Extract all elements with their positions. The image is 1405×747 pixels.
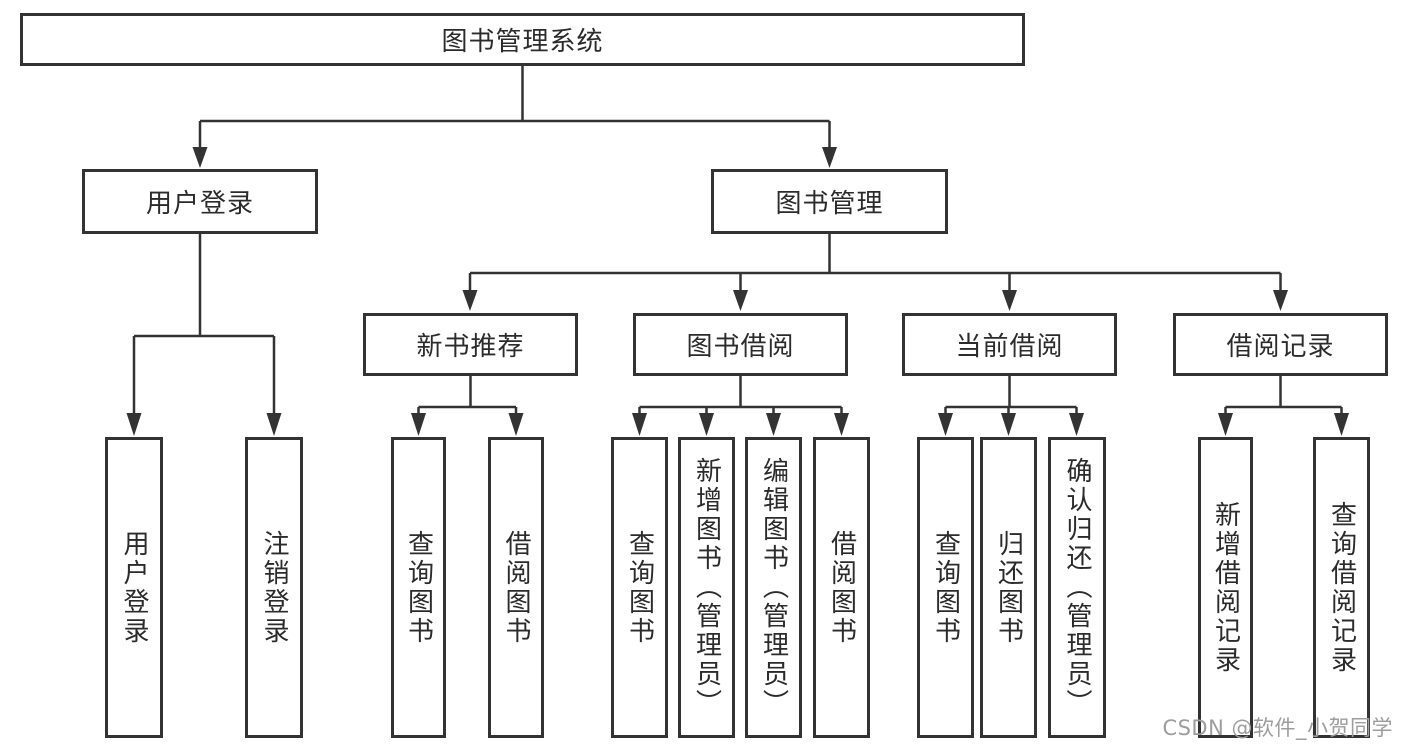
node-library-management-system: 图书管理系统 [20,13,1025,66]
leaf-nbr-borrow-books: 借阅图书 [488,437,544,738]
leaf-cb-confirm-return-admin: 确认归还（管理员） [1048,437,1106,738]
node-label: 图书借阅 [686,332,795,362]
leaf-br-query-record: 查询借阅记录 [1313,437,1370,738]
leaf-user-login: 用户登录 [105,437,163,738]
leaf-label: 借阅图书 [501,529,531,646]
leaf-label: 借阅图书 [826,529,857,646]
node-book-borrowing: 图书借阅 [633,313,848,376]
node-label: 用户登录 [145,189,254,219]
leaf-label: 查询图书 [624,529,655,646]
node-label: 借阅记录 [1226,332,1335,362]
leaf-label: 归还图书 [993,529,1024,646]
node-borrowing-records: 借阅记录 [1173,313,1388,376]
node-user-login: 用户登录 [82,169,318,234]
leaf-label: 编辑图书（管理员） [758,457,789,718]
leaf-br-add-record: 新增借阅记录 [1198,437,1253,738]
leaf-label: 注销登录 [259,529,289,646]
leaf-label: 查询图书 [403,529,434,646]
leaf-label: 查询图书 [930,529,961,646]
node-label: 图书管理系统 [441,27,604,57]
node-label: 新书推荐 [416,332,525,362]
node-book-management: 图书管理 [711,169,948,234]
leaf-label: 新增借阅记录 [1210,500,1241,675]
leaf-bb-add-books-admin: 新增图书（管理员） [678,437,735,738]
node-label: 当前借阅 [955,332,1064,362]
leaf-label: 确认归还（管理员） [1062,457,1092,718]
leaf-bb-query-books: 查询图书 [611,437,668,738]
leaf-label: 用户登录 [119,529,149,646]
node-current-borrowing: 当前借阅 [902,313,1117,376]
leaf-label: 新增图书（管理员） [691,457,722,718]
node-label: 图书管理 [775,189,884,219]
leaf-nbr-query-books: 查询图书 [391,437,446,738]
leaf-label: 查询借阅记录 [1326,500,1357,675]
leaf-bb-edit-books-admin: 编辑图书（管理员） [745,437,802,738]
node-new-book-recommendation: 新书推荐 [363,313,578,376]
leaf-logout: 注销登录 [245,437,303,738]
csdn-watermark: CSDN @软件_小贺同学 [1162,716,1393,740]
leaf-cb-query-books: 查询图书 [917,437,974,738]
leaf-bb-borrow-books: 借阅图书 [813,437,870,738]
leaf-cb-return-books: 归还图书 [980,437,1037,738]
